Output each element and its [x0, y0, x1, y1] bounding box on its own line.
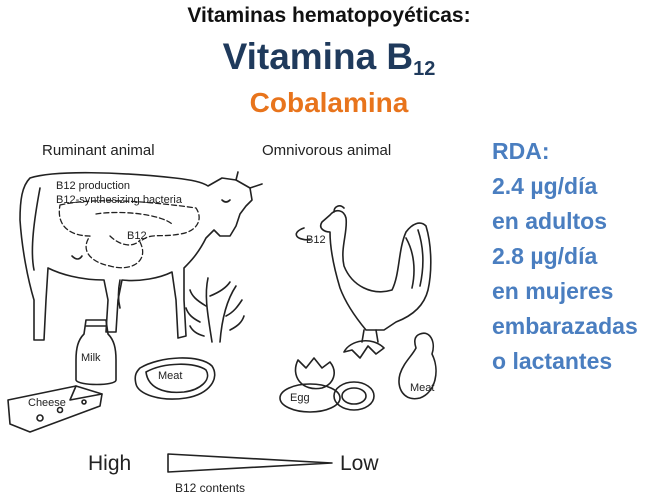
egg-drawing — [279, 381, 375, 413]
rda-box: RDA: 2.4 µg/día en adultos 2.8 µg/día en… — [492, 134, 638, 379]
scale-high-label: High — [88, 452, 132, 475]
meat-label-right: Meat — [410, 382, 435, 394]
slide-overline: Vitaminas hematopoyéticas: — [187, 4, 471, 27]
milk-bottle-drawing — [75, 319, 117, 386]
scale-caption: B12 contents — [175, 481, 246, 495]
cow-drawing — [19, 171, 263, 341]
cheese-label: Cheese — [28, 397, 66, 409]
rda-line: en mujeres — [492, 278, 614, 304]
b12-bacteria-label: B12-synthesizing bacteria — [56, 194, 182, 206]
rda-line: 2.8 µg/día — [492, 243, 598, 269]
ruminant-caption: Ruminant animal — [42, 142, 155, 159]
slide-title: Vitamina B12 — [0, 36, 658, 81]
rda-line: RDA: — [492, 138, 550, 164]
rda-line: 2.4 µg/día — [492, 173, 598, 199]
egg-label: Egg — [290, 392, 310, 404]
meat-label-left: Meat — [158, 370, 183, 382]
meat-drawing-left — [134, 357, 216, 400]
scale-low-label: Low — [340, 452, 379, 475]
cheese-drawing — [7, 385, 103, 433]
rda-line: embarazadas — [492, 313, 638, 339]
slide-title-text: Vitamina B — [222, 36, 414, 77]
hen-drawing — [319, 205, 432, 343]
omnivorous-caption: Omnivorous animal — [262, 142, 392, 159]
hen-b12-arrow — [295, 227, 311, 241]
chicken-leg-drawing — [398, 332, 437, 400]
milk-label: Milk — [81, 352, 101, 364]
grass-drawing — [185, 277, 245, 343]
slide-subtitle: Cobalamina — [249, 87, 409, 118]
b12-production-label: B12 production — [56, 180, 130, 192]
eggshell-drawing — [294, 340, 385, 390]
cow-stomach-outline — [58, 200, 200, 269]
slide-title-subscript: 12 — [413, 58, 436, 80]
cow-b12-label: B12 — [127, 230, 147, 242]
rda-line: en adultos — [492, 208, 608, 234]
rda-line: o lactantes — [492, 348, 613, 374]
b12-content-wedge — [167, 453, 333, 473]
hen-b12-label: B12 — [306, 234, 326, 246]
